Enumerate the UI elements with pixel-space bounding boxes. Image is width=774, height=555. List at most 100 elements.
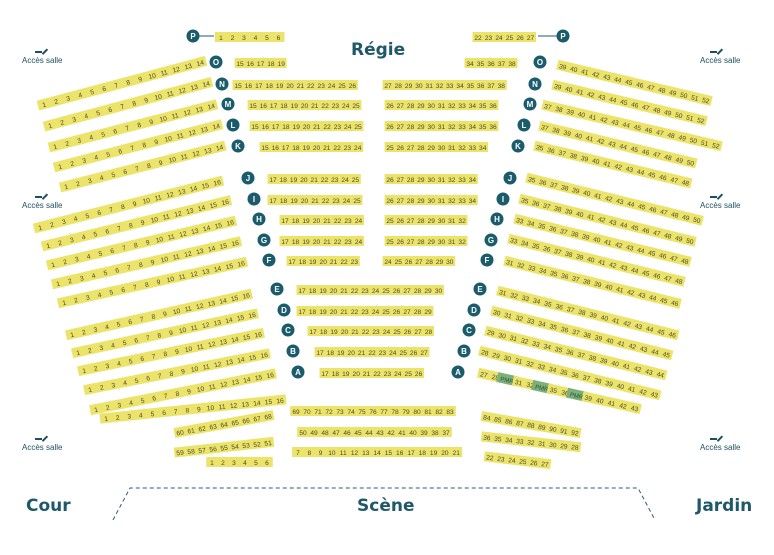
seat[interactable]: 38 xyxy=(429,427,441,437)
seat[interactable]: 6 xyxy=(141,371,155,384)
seat[interactable]: 39 xyxy=(577,151,592,165)
seat[interactable]: 42 xyxy=(612,238,626,251)
seat[interactable]: 32 xyxy=(446,100,458,110)
seat[interactable]: 9 xyxy=(135,215,150,229)
seat[interactable]: 39 xyxy=(579,229,593,243)
seat[interactable]: 35 xyxy=(491,432,505,444)
seat[interactable]: 34 xyxy=(529,294,544,307)
seat[interactable]: 4 xyxy=(99,319,114,333)
seat[interactable]: 25 xyxy=(392,256,404,266)
seat[interactable]: 41 xyxy=(624,382,639,395)
seat[interactable]: 42 xyxy=(594,134,608,147)
seat[interactable]: 37 xyxy=(579,370,594,384)
seat[interactable]: 28 xyxy=(415,236,427,246)
seat[interactable]: 17 xyxy=(314,347,326,357)
seat[interactable]: 14 xyxy=(192,55,208,69)
seat[interactable]: 15 xyxy=(227,291,242,304)
seat[interactable]: 5 xyxy=(261,32,273,42)
seat[interactable]: 7 xyxy=(127,280,142,293)
seat[interactable]: 16 xyxy=(233,256,249,270)
seat[interactable]: 2 xyxy=(76,325,91,338)
seat[interactable]: 44 xyxy=(606,92,620,106)
seat[interactable]: 16 xyxy=(259,121,271,131)
seat[interactable]: 52 xyxy=(694,113,708,126)
seat[interactable]: 45 xyxy=(352,427,364,437)
seat[interactable]: 39 xyxy=(602,376,617,390)
seat[interactable]: 8 xyxy=(120,75,136,89)
seat[interactable]: 20 xyxy=(339,326,350,336)
seat[interactable]: 89 xyxy=(535,420,549,433)
seat[interactable]: 31 xyxy=(511,354,526,367)
seat[interactable]: 41 xyxy=(601,235,615,248)
seat[interactable]: 12 xyxy=(192,299,207,312)
seat[interactable]: 32 xyxy=(514,258,528,271)
seat[interactable]: 5 xyxy=(123,354,138,367)
seat[interactable]: 9 xyxy=(181,384,196,397)
seat[interactable]: 48 xyxy=(664,128,679,141)
seat[interactable]: 26 xyxy=(384,195,396,205)
seat[interactable]: 1 xyxy=(206,457,218,467)
seat[interactable]: 10 xyxy=(181,342,196,355)
seat[interactable]: 41 xyxy=(573,85,587,98)
seat[interactable]: 67 xyxy=(250,412,264,424)
seat[interactable]: 46 xyxy=(665,327,680,341)
seat[interactable]: 10 xyxy=(152,232,167,246)
seat[interactable]: 8 xyxy=(141,158,156,172)
seat[interactable]: 1 xyxy=(215,32,227,42)
seat[interactable]: 20 xyxy=(350,368,362,378)
seat[interactable]: 49 xyxy=(675,131,690,144)
seat[interactable]: 22 xyxy=(320,195,331,205)
seat[interactable]: 47 xyxy=(639,100,653,113)
seat[interactable]: 14 xyxy=(204,241,219,255)
seat[interactable]: 15 xyxy=(206,198,221,211)
seat[interactable]: 48 xyxy=(655,83,669,96)
seat[interactable]: 19 xyxy=(300,215,312,225)
seat[interactable]: 11 xyxy=(176,149,192,163)
seat[interactable]: 35 xyxy=(525,172,539,186)
seat[interactable]: 16 xyxy=(227,236,243,249)
seat[interactable]: 37 xyxy=(557,224,571,238)
seat[interactable]: 5 xyxy=(95,127,111,141)
seat[interactable]: 42 xyxy=(625,339,640,352)
seat[interactable]: 12 xyxy=(174,83,190,97)
seat[interactable]: 50 xyxy=(690,213,704,226)
seat[interactable]: 21 xyxy=(321,236,333,246)
seat[interactable]: 31 xyxy=(436,195,447,205)
seat[interactable]: 11 xyxy=(162,86,178,100)
seat[interactable]: 29 xyxy=(425,236,437,246)
seat[interactable]: 15 xyxy=(251,370,266,383)
seat[interactable]: 23 xyxy=(376,347,388,357)
seat[interactable]: 1 xyxy=(50,276,66,290)
seat[interactable]: 44 xyxy=(619,118,634,131)
seat[interactable]: 46 xyxy=(639,223,653,236)
seat[interactable]: 26 xyxy=(391,285,402,295)
seat[interactable]: 42 xyxy=(616,398,631,412)
seat[interactable]: 19 xyxy=(340,368,352,378)
seat[interactable]: 19 xyxy=(335,347,347,357)
seat[interactable]: 91 xyxy=(557,424,571,437)
seat[interactable]: 34 xyxy=(454,80,466,90)
seat[interactable]: 35 xyxy=(518,193,532,207)
seat[interactable]: 40 xyxy=(571,128,586,142)
seat[interactable]: 37 xyxy=(563,302,578,316)
seat[interactable]: 13 xyxy=(238,398,252,410)
seat[interactable]: 61 xyxy=(184,424,198,436)
seat[interactable]: 19 xyxy=(290,121,302,131)
seat[interactable]: 1 xyxy=(36,97,52,111)
seat[interactable]: 33 xyxy=(467,142,478,152)
seat[interactable]: 22 xyxy=(349,285,360,295)
seat[interactable]: 27 xyxy=(538,457,552,470)
seat[interactable]: 20 xyxy=(328,306,339,316)
seat[interactable]: 20 xyxy=(345,347,357,357)
seat[interactable]: 27 xyxy=(413,256,425,266)
seat[interactable]: 17 xyxy=(296,285,308,295)
seat[interactable]: 40 xyxy=(608,356,623,370)
seat[interactable]: 33 xyxy=(518,291,533,304)
seat[interactable]: 3 xyxy=(80,290,95,304)
seat[interactable]: 25 xyxy=(352,121,364,131)
seat[interactable]: 46 xyxy=(638,145,653,158)
seat[interactable]: 9 xyxy=(157,306,172,320)
seat[interactable]: 31 xyxy=(436,100,447,110)
seat[interactable]: 8 xyxy=(123,218,138,232)
seat[interactable]: 4 xyxy=(68,211,83,225)
